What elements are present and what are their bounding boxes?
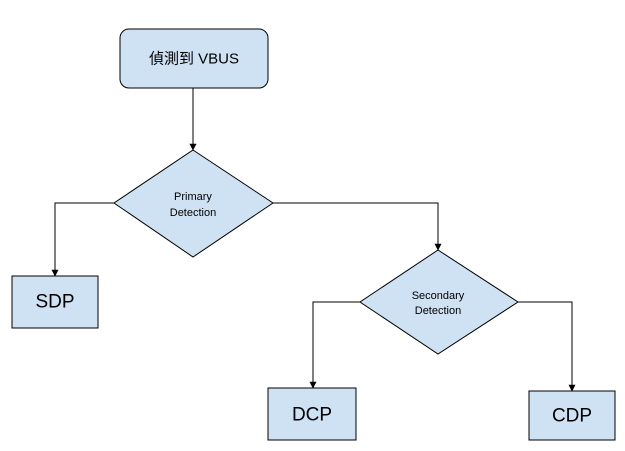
edge-primary-to-sdp <box>51 202 114 277</box>
primary-detection-label: Primary <box>174 191 212 203</box>
start-node: 偵測到 VBUS <box>119 28 269 89</box>
cdp-node: CDP <box>528 390 616 441</box>
sdp-node: SDP <box>11 275 99 329</box>
edge-secondary-to-dcp <box>309 301 360 389</box>
secondary-detection-label: Secondary <box>412 290 465 302</box>
secondary-detection-node: Secondary Detection <box>359 249 519 355</box>
dcp-node: DCP <box>267 387 357 441</box>
edge-secondary-to-cdp <box>518 301 576 392</box>
primary-detection-node: Primary Detection <box>113 149 274 258</box>
secondary-detection-label: Detection <box>415 305 461 317</box>
dcp-node-label: DCP <box>292 405 332 426</box>
edge-primary-to-secondary <box>273 202 442 251</box>
sdp-node-label: SDP <box>35 292 74 313</box>
cdp-node-label: CDP <box>552 406 592 427</box>
primary-detection-label: Detection <box>170 207 216 219</box>
start-node-label: 偵測到 VBUS <box>149 51 239 68</box>
